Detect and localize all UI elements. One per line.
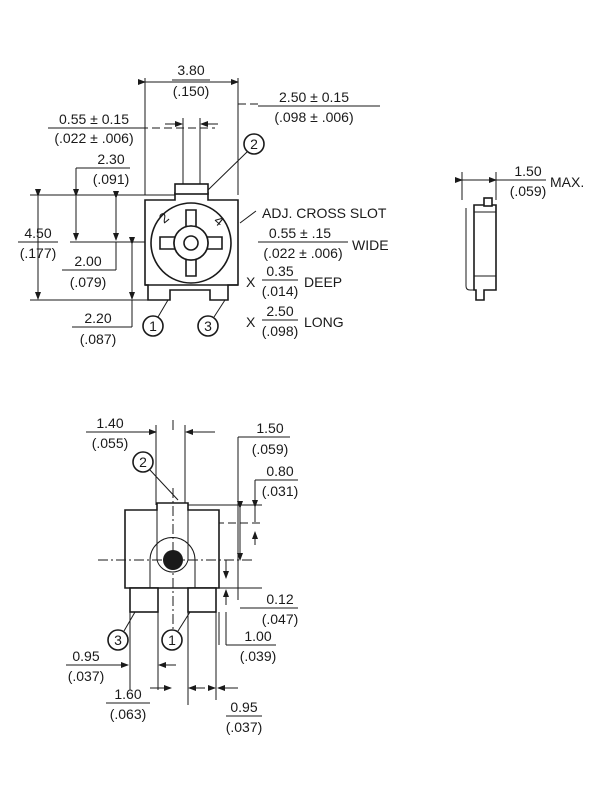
top-tab bbox=[174, 183, 209, 195]
dim-2-20: 2.20 bbox=[84, 310, 111, 326]
front-view: 3.80 (.150) 2.50 ± 0.15 (.098 ± .006) 0.… bbox=[18, 62, 389, 347]
dim-1-60-in: (.063) bbox=[110, 706, 147, 722]
wide-word: WIDE bbox=[352, 237, 389, 253]
dim-0-95-right: 0.95 bbox=[230, 699, 257, 715]
side-body bbox=[473, 204, 497, 301]
pin-callout-2 bbox=[243, 133, 265, 155]
deep-value-in: (.014) bbox=[262, 283, 299, 299]
dim-1-00-in: (.039) bbox=[240, 648, 277, 664]
long-word: LONG bbox=[304, 314, 344, 330]
pin-label-3: 3 bbox=[204, 318, 212, 334]
pin-1-pad bbox=[187, 587, 217, 613]
pin-label-1: 1 bbox=[149, 318, 157, 334]
dim-b-1-50-in: (.059) bbox=[252, 441, 289, 457]
pin-callout-3 bbox=[197, 315, 219, 337]
dim-1-00: 1.00 bbox=[244, 628, 271, 644]
x-long: X bbox=[246, 314, 256, 330]
max-word: MAX. bbox=[550, 174, 584, 190]
pin-label-2: 2 bbox=[250, 136, 258, 152]
dim-b-1-50: 1.50 bbox=[256, 420, 283, 436]
dim-4-50-in: (.177) bbox=[20, 245, 57, 261]
side-view: 1.50 (.059) MAX. bbox=[455, 163, 584, 301]
deep-word: DEEP bbox=[304, 274, 342, 290]
dim-2-00-in: (.079) bbox=[70, 274, 107, 290]
dim-2-00: 2.00 bbox=[74, 253, 101, 269]
dim-2-50: 2.50 ± 0.15 bbox=[279, 89, 349, 105]
dim-0-95-left: 0.95 bbox=[72, 648, 99, 664]
dim-2-30: 2.30 bbox=[97, 151, 124, 167]
dim-3-80: 3.80 bbox=[177, 62, 204, 78]
pin-callout-1 bbox=[142, 315, 164, 337]
dim-4-50: 4.50 bbox=[24, 225, 51, 241]
long-value-in: (.098) bbox=[262, 323, 299, 339]
dim-0-80-in: (.031) bbox=[262, 483, 299, 499]
dim-1-40-in: (.055) bbox=[92, 435, 129, 451]
dim-1-60: 1.60 bbox=[114, 686, 141, 702]
long-value: 2.50 bbox=[266, 303, 293, 319]
bottom-pin-label-1: 1 bbox=[168, 632, 176, 648]
dim-2-30-in: (.091) bbox=[93, 171, 130, 187]
dim-0-80: 0.80 bbox=[266, 463, 293, 479]
x-deep: X bbox=[246, 274, 256, 290]
pin-3-pad bbox=[129, 587, 159, 613]
dim-0-12: 0.12 bbox=[266, 591, 293, 607]
deep-value: 0.35 bbox=[266, 263, 293, 279]
bottom-pin-label-2: 2 bbox=[139, 454, 147, 470]
dim-0-95-left-in: (.037) bbox=[68, 668, 105, 684]
dim-3-80-in: (.150) bbox=[173, 83, 210, 99]
dim-2-20-in: (.087) bbox=[80, 331, 117, 347]
dim-0-12-in: (.047) bbox=[262, 611, 299, 627]
slot-wide: 0.55 ± .15 bbox=[269, 225, 331, 241]
adj-cross-slot: ADJ. CROSS SLOT bbox=[262, 205, 387, 221]
dim-0-95-right-in: (.037) bbox=[226, 719, 263, 735]
dim-1-40: 1.40 bbox=[96, 415, 123, 431]
side-1-50-in: (.059) bbox=[510, 183, 547, 199]
dim-0-55: 0.55 ± 0.15 bbox=[59, 111, 129, 127]
side-1-50: 1.50 bbox=[514, 163, 541, 179]
dim-0-55-in: (.022 ± .006) bbox=[54, 130, 133, 146]
slot-wide-in: (.022 ± .006) bbox=[263, 245, 342, 261]
bottom-view: 1.40 (.055) 1.50 (.059) 0.80 (.031) 0.12… bbox=[66, 415, 298, 735]
dim-2-50-in: (.098 ± .006) bbox=[274, 109, 353, 125]
bottom-body bbox=[124, 502, 220, 589]
bottom-pin-label-3: 3 bbox=[114, 632, 122, 648]
